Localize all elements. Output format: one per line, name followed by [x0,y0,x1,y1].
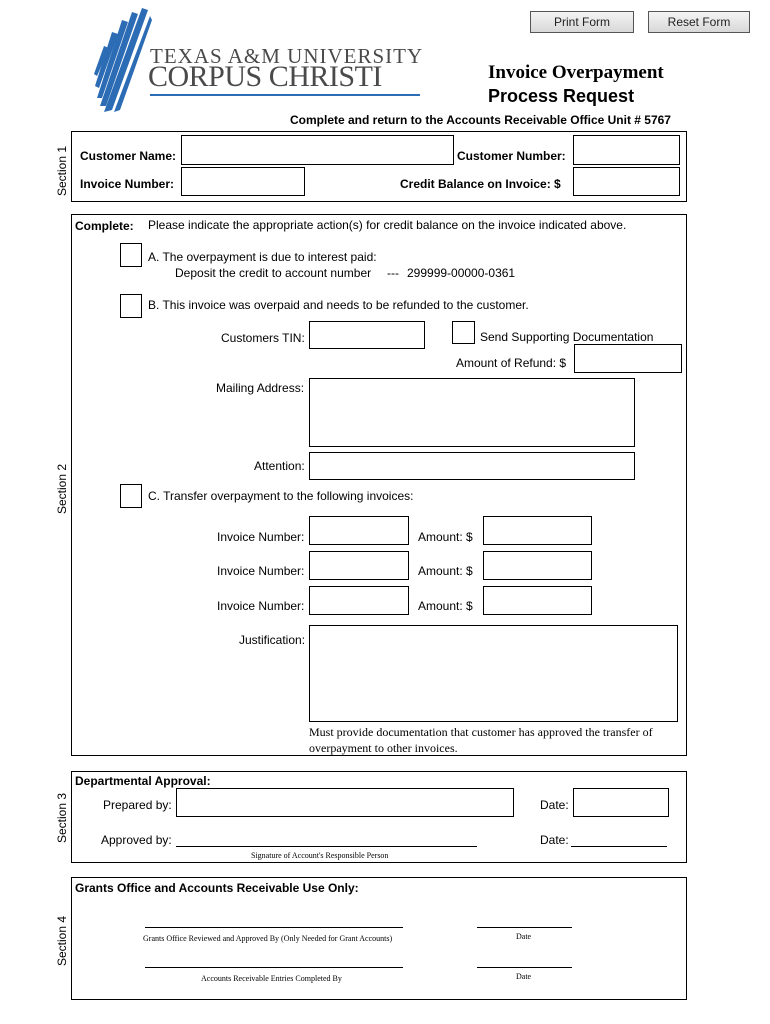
logo-line-2: CORPUS CHRISTI [148,60,382,93]
customer-number-label: Customer Number: [457,149,566,163]
grants-ar-heading: Grants Office and Accounts Receivable Us… [75,881,359,895]
section-3 [71,771,687,863]
reset-form-button[interactable]: Reset Form [648,11,750,33]
form-subtitle: Complete and return to the Accounts Rece… [290,113,671,127]
approved-date-line[interactable] [571,834,667,847]
section-1 [71,131,687,202]
mailing-address-label: Mailing Address: [216,381,305,395]
transfer-amount-field-2[interactable] [483,551,592,580]
attention-label: Attention: [254,459,305,473]
invoice-number-field[interactable] [181,167,305,196]
transfer-note-line-1: Must provide documentation that customer… [309,725,653,739]
option-c-checkbox[interactable] [120,484,142,508]
grants-caption: Grants Office Reviewed and Approved By (… [143,934,393,943]
complete-instructions: Please indicate the appropriate action(s… [148,218,627,232]
transfer-amount-label-1: Amount: $ [418,530,473,544]
section-3-label: Section 3 [55,792,69,843]
print-form-button[interactable]: Print Form [530,11,634,33]
credit-balance-label: Credit Balance on Invoice: $ [400,177,561,191]
section-1-label: Section 1 [55,145,69,196]
customer-name-label: Customer Name: [80,149,177,163]
ar-date-line[interactable] [477,955,572,968]
transfer-amount-label-2: Amount: $ [418,564,473,578]
complete-label: Complete: [75,219,134,233]
customers-tin-field[interactable] [309,321,425,349]
transfer-invoice-number-label-3: Invoice Number: [217,599,305,613]
approved-by-signature-line[interactable] [176,834,477,847]
grants-date-line[interactable] [477,915,572,928]
form-title-line-1: Invoice Overpayment [488,62,664,83]
grants-signature-line[interactable] [145,915,403,928]
transfer-note-line-2: overpayment to other invoices. [309,741,458,755]
customer-name-field[interactable] [181,135,454,165]
transfer-invoice-number-label-1: Invoice Number: [217,530,305,544]
transfer-amount-field-3[interactable] [483,586,592,615]
option-a-dashes: --- [387,266,399,280]
transfer-invoice-number-field-2[interactable] [309,551,409,580]
credit-balance-field[interactable] [573,167,680,196]
amount-refund-label: Amount of Refund: $ [456,356,567,370]
transfer-invoice-number-field-1[interactable] [309,516,409,545]
option-a-checkbox[interactable] [120,243,142,267]
option-a-text: A. The overpayment is due to interest pa… [148,250,377,264]
attention-field[interactable] [309,452,635,480]
justification-field[interactable] [309,625,678,722]
ar-date-caption: Date [516,972,532,981]
send-docs-checkbox[interactable] [452,321,475,344]
send-docs-label: Send Supporting Documentation [480,330,654,344]
customer-number-field[interactable] [573,135,680,165]
approved-date-label: Date: [540,833,569,847]
option-a-account-number: 299999-00000-0361 [407,266,516,280]
approved-by-label: Approved by: [101,833,172,847]
transfer-amount-label-3: Amount: $ [418,599,473,613]
customers-tin-label: Customers TIN: [221,331,305,345]
mailing-address-field[interactable] [309,378,635,447]
grants-date-caption: Date [516,932,532,941]
prepared-by-label: Prepared by: [103,798,172,812]
ar-signature-line[interactable] [145,955,403,968]
invoice-number-label: Invoice Number: [80,177,175,191]
section-4 [71,877,687,1000]
justification-label: Justification: [239,633,306,647]
option-b-text: B. This invoice was overpaid and needs t… [148,298,529,312]
ar-caption: Accounts Receivable Entries Completed By [201,974,342,983]
prepared-by-field[interactable] [176,788,514,817]
university-logo-mark [92,6,152,114]
prepared-date-label: Date: [540,798,569,812]
transfer-invoice-number-field-3[interactable] [309,586,409,615]
form-title-line-2: Process Request [488,86,635,106]
signature-caption: Signature of Account's Responsible Perso… [251,851,389,860]
departmental-approval-heading: Departmental Approval: [75,774,211,788]
transfer-invoice-number-label-2: Invoice Number: [217,564,305,578]
option-c-text: C. Transfer overpayment to the following… [148,489,414,503]
section-4-label: Section 4 [55,915,69,966]
section-2 [71,214,687,756]
logo-underline [150,94,420,96]
prepared-date-field[interactable] [573,788,669,817]
logo-line-1: TEXAS A&M UNIVERSITY [150,44,424,68]
option-b-checkbox[interactable] [120,294,142,318]
amount-refund-field[interactable] [574,344,682,373]
option-a-deposit-text: Deposit the credit to account number [175,266,372,280]
transfer-amount-field-1[interactable] [483,516,592,545]
section-2-label: Section 2 [55,463,69,514]
